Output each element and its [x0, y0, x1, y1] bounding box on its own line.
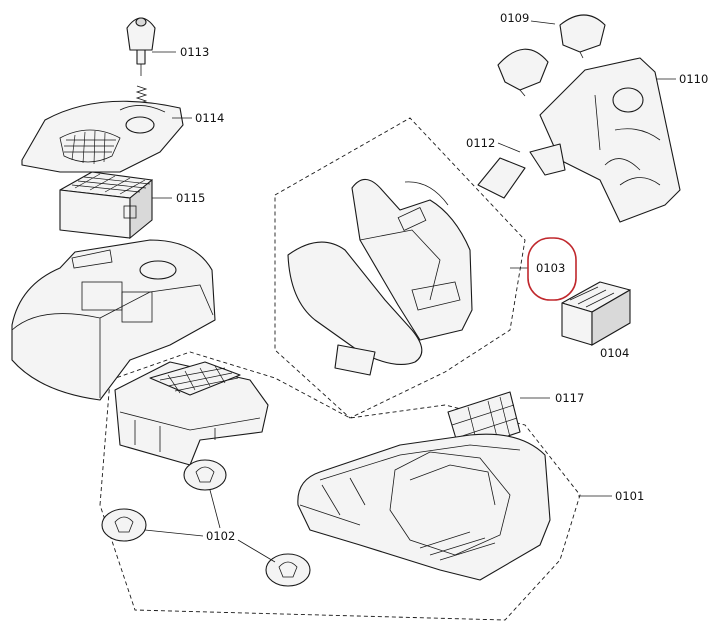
- label-0117: 0117: [555, 391, 584, 405]
- leader-lines: [144, 20, 676, 563]
- part-0109-caps: [497, 14, 606, 97]
- part-0115-filter-box: [59, 171, 153, 240]
- part-0110-handle-lid: [539, 57, 681, 223]
- part-0114-top-cover: [21, 100, 184, 173]
- label-0101: 0101: [615, 489, 644, 503]
- part-housing-lower: [114, 361, 269, 466]
- group-outline-0103: [274, 117, 526, 419]
- label-0102: 0102: [206, 529, 235, 543]
- part-0104-filter-cassette: [561, 281, 631, 346]
- part-0101-base: [297, 433, 551, 581]
- label-0103: 0103: [536, 261, 565, 275]
- part-0103-chamber-assembly: [287, 178, 473, 376]
- label-0114: 0114: [195, 111, 224, 125]
- part-0102-wheel-left: [101, 508, 147, 542]
- label-0113: 0113: [180, 45, 209, 59]
- label-0110: 0110: [679, 72, 708, 86]
- part-0102-wheel-top: [183, 459, 227, 491]
- label-0109: 0109: [500, 11, 529, 25]
- label-0104: 0104: [600, 346, 629, 360]
- label-0112: 0112: [466, 136, 495, 150]
- part-0113-knob: [126, 17, 156, 76]
- highlight-circle-0103: [527, 237, 577, 301]
- part-housing-upper: [11, 239, 216, 401]
- part-0102-wheel-bottom: [265, 553, 311, 587]
- part-0112-flap: [477, 143, 566, 199]
- label-0115: 0115: [176, 191, 205, 205]
